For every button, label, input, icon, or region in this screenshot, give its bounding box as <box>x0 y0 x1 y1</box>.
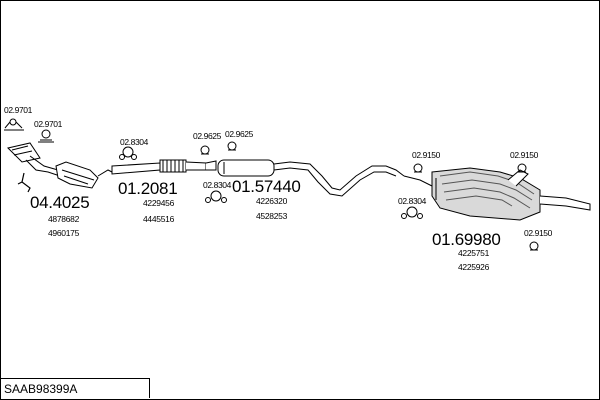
part-code-mid: 01.2081 <box>118 179 177 198</box>
part-ref-front-1: 4878682 <box>48 214 80 224</box>
part-ref-front-2: 4960175 <box>48 228 80 238</box>
clamp-drawing-center-c <box>205 190 227 203</box>
part-ref-mid-2: 4445516 <box>143 214 175 224</box>
part-ref-center-1: 4226320 <box>256 196 288 206</box>
part-ref-rear-1: 4225751 <box>458 248 490 258</box>
clamp-drawing-center-a <box>200 145 210 155</box>
clamp-code-a: 02.9701 <box>4 105 33 115</box>
part-ref-mid-1: 4229456 <box>143 198 175 208</box>
diagram-title: SAAB98399A <box>0 378 150 398</box>
clamp-drawing-rear-d <box>529 241 539 251</box>
clamp-drawing-rear-a <box>413 163 423 173</box>
part-code-front: 04.4025 <box>30 193 89 212</box>
part-ref-rear-2: 4225926 <box>458 262 490 272</box>
rear-muffler-drawing <box>403 167 591 221</box>
clamp-code-g: 02.9150 <box>412 150 441 160</box>
clamp-code-h: 02.9150 <box>510 150 539 160</box>
clamp-drawing-center-b <box>227 141 237 151</box>
clamp-code-b: 02.9701 <box>34 119 63 129</box>
clamp-drawing-rear-b <box>401 206 423 219</box>
clamp-code-e: 02.9625 <box>225 129 254 139</box>
clamp-drawing-front-b <box>38 129 54 143</box>
front-pipe-catalyst-drawing <box>7 142 113 193</box>
part-ref-center-2: 4528253 <box>256 211 288 221</box>
clamp-code-c: 02.8304 <box>120 137 149 147</box>
mid-pipe-drawing <box>111 159 207 175</box>
clamp-drawing-front-a <box>4 118 24 131</box>
clamp-code-j: 02.9150 <box>524 228 553 238</box>
part-code-rear: 01.69980 <box>432 230 501 249</box>
clamp-drawing-rear-c <box>517 163 527 173</box>
part-code-center: 01.57440 <box>232 177 301 196</box>
clamp-code-f: 02.8304 <box>203 180 232 190</box>
clamp-code-d: 02.9625 <box>193 131 222 141</box>
clamp-code-i: 02.8304 <box>398 196 427 206</box>
center-muffler-drawing <box>205 159 405 197</box>
clamp-drawing-mid-a <box>119 146 137 160</box>
